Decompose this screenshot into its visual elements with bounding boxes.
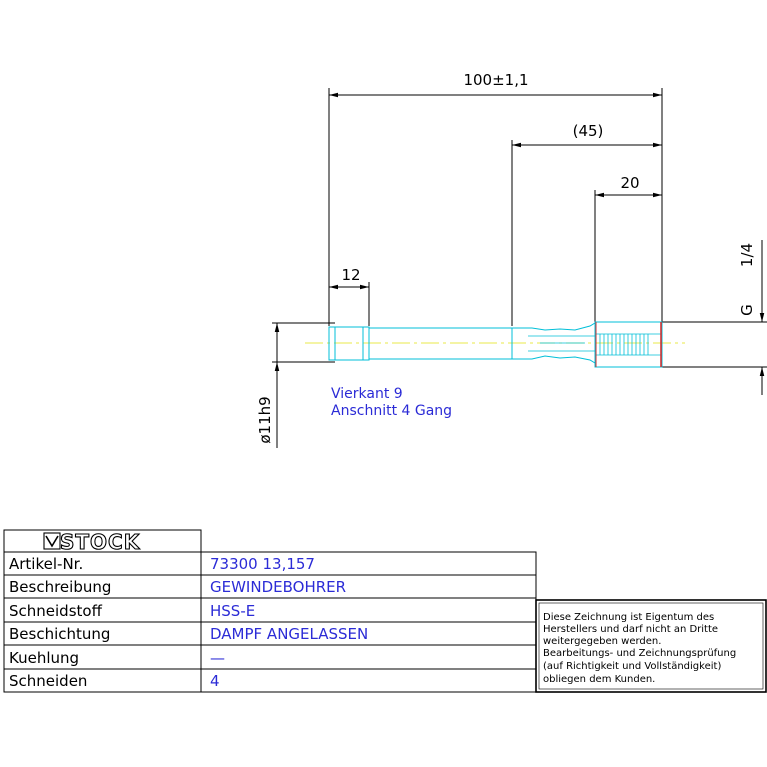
- note-square: Vierkant 9: [331, 386, 403, 402]
- dimension-shank-length: (45): [511, 122, 662, 326]
- tap-body: [305, 321, 685, 368]
- dimension-thread-size-prefix: G: [738, 304, 756, 316]
- row-label: Schneidstoff: [9, 602, 103, 620]
- thread-section: [594, 321, 663, 368]
- title-row: Artikel-Nr. 73300 13,157: [9, 555, 315, 573]
- dimension-shank-diameter: ø11h9: [256, 322, 335, 448]
- dimension-thread-size: G 1/4: [662, 240, 767, 395]
- disclaimer-line: obliegen dem Kunden.: [543, 674, 655, 685]
- dimension-overall-length: 100±1,1: [328, 71, 663, 326]
- title-row: Schneidstoff HSS-E: [9, 602, 255, 620]
- row-label: Beschichtung: [9, 625, 110, 643]
- row-value: DAMPF ANGELASSEN: [210, 625, 368, 643]
- disclaimer-box: Diese Zeichnung ist Eigentum des Herstel…: [535, 599, 767, 693]
- title-row: Beschreibung GEWINDEBOHRER: [9, 578, 346, 596]
- stock-logo: STOCK: [43, 529, 141, 555]
- row-label: Artikel-Nr.: [9, 555, 83, 573]
- row-label: Beschreibung: [9, 578, 111, 596]
- dimension-overall-length-label: 100±1,1: [463, 71, 528, 89]
- dimension-square-length: 12: [329, 266, 370, 326]
- dimension-thread-size-value: 1/4: [738, 243, 756, 267]
- note-chamfer: Anschnitt 4 Gang: [331, 403, 452, 419]
- disclaimer-line: (auf Richtigkeit und Vollständigkeit): [543, 661, 721, 672]
- row-value: GEWINDEBOHRER: [210, 578, 346, 596]
- dimension-shank-length-label: (45): [573, 122, 604, 140]
- dimension-thread-length: 20: [594, 174, 662, 326]
- disclaimer-line: Diese Zeichnung ist Eigentum des: [543, 612, 714, 623]
- logo-text: STOCK: [60, 530, 141, 554]
- row-label: Schneiden: [9, 672, 87, 690]
- title-row: Schneiden 4: [9, 672, 220, 690]
- title-block: STOCK Artikel-Nr. 73300 13,157 Beschreib…: [3, 529, 767, 693]
- row-label: Kuehlung: [9, 649, 79, 667]
- row-value: 73300 13,157: [210, 555, 315, 573]
- dimension-shank-diameter-label: ø11h9: [256, 396, 274, 443]
- row-value: HSS-E: [210, 602, 255, 620]
- title-row: Kuehlung —: [9, 649, 225, 667]
- row-value: 4: [210, 672, 220, 690]
- row-value: —: [210, 649, 225, 667]
- disclaimer-line: Herstellers und darf nicht an Dritte: [543, 624, 718, 635]
- disclaimer-line: weitergegeben werden.: [543, 636, 661, 647]
- dimension-thread-length-label: 20: [620, 174, 639, 192]
- title-row: Beschichtung DAMPF ANGELASSEN: [9, 625, 368, 643]
- disclaimer-line: Bearbeitungs- und Zeichnungsprüfung: [543, 648, 736, 659]
- dimension-square-length-label: 12: [341, 266, 360, 284]
